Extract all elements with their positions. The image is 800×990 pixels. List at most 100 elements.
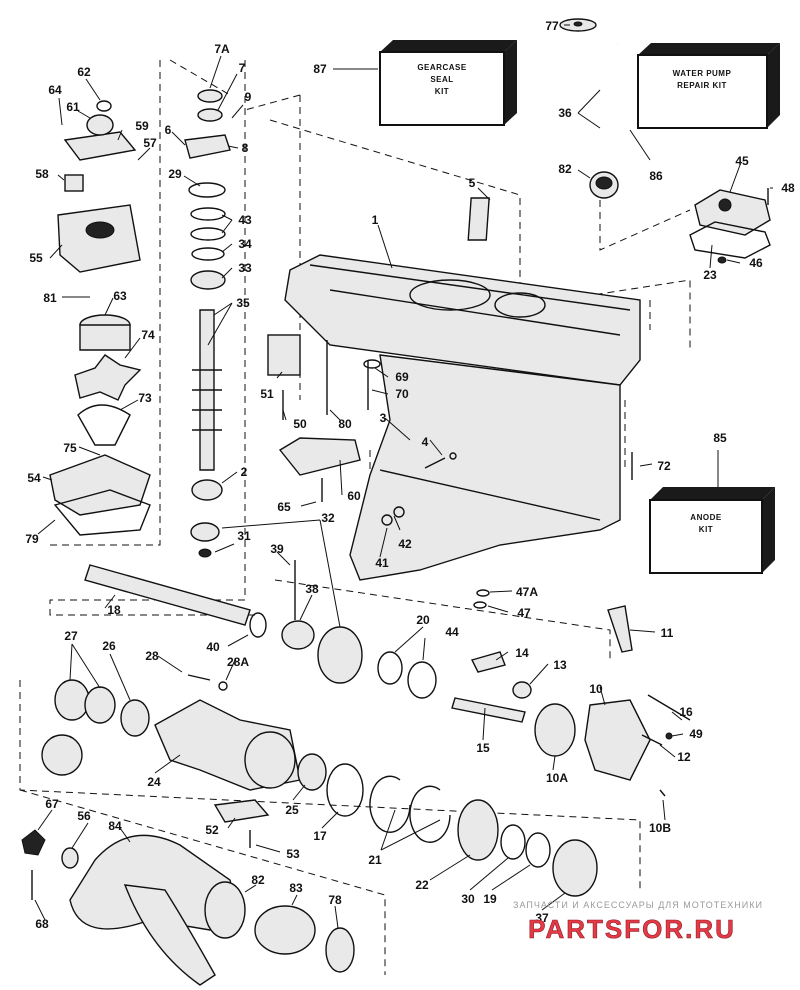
- callout-41: 41: [375, 556, 389, 570]
- callout-16: 16: [679, 705, 693, 719]
- part-bearing-26: [120, 699, 150, 737]
- callout-39: 39: [270, 542, 284, 556]
- callout-32-top: 32: [321, 511, 335, 525]
- callout-9: 9: [245, 90, 252, 104]
- part-retainer-22: [457, 799, 499, 861]
- part-washer-34: [191, 247, 225, 261]
- part-seal-7A: [197, 89, 223, 103]
- callout-75: 75: [63, 441, 77, 455]
- water-pump-repair-kit-box: WATER PUMP REPAIR KIT: [637, 43, 780, 129]
- part-lever-14: [470, 651, 506, 673]
- callout-38: 38: [305, 582, 319, 596]
- part-gasket-79: [53, 489, 151, 536]
- callout-57: 57: [143, 136, 157, 150]
- callout-47: 47: [517, 606, 531, 620]
- callout-56: 56: [77, 809, 91, 823]
- water-pump-kit-label-1: WATER PUMP: [673, 69, 732, 78]
- callout-10A: 10A: [546, 771, 568, 785]
- part-bearing-25: [297, 753, 327, 791]
- part-gearcase-housing-1: [284, 254, 641, 386]
- part-pin-10B: [659, 789, 666, 797]
- callout-63: 63: [113, 289, 127, 303]
- callout-26: 26: [102, 639, 116, 653]
- part-o-ring-17: [326, 763, 364, 817]
- part-impeller-74: [74, 354, 142, 401]
- callout-84: 84: [108, 819, 122, 833]
- callout-62: 62: [77, 65, 91, 79]
- part-pin-16: [647, 694, 691, 721]
- callout-23: 23: [703, 268, 717, 282]
- callout-numbers: 77 87 7A 7 9 62 64 61 59 6 8 36 86 82 45…: [25, 19, 795, 931]
- callout-10: 10: [589, 682, 603, 696]
- callout-64: 64: [48, 83, 62, 97]
- part-seal-61: [86, 114, 114, 136]
- part-washer-4: [449, 452, 457, 460]
- callout-82-top: 82: [558, 162, 572, 176]
- part-seal-7: [197, 108, 223, 122]
- part-washer-28A: [218, 681, 228, 691]
- part-water-tube-36: [603, 43, 619, 160]
- callout-6: 6: [165, 123, 172, 137]
- callout-80: 80: [338, 417, 352, 431]
- part-nut-31: [198, 548, 212, 558]
- callout-85: 85: [713, 431, 727, 445]
- callout-74: 74: [141, 328, 155, 342]
- part-screw-28: [187, 674, 211, 681]
- callout-81: 81: [43, 291, 57, 305]
- callout-29: 29: [168, 167, 182, 181]
- callout-83: 83: [289, 881, 303, 895]
- part-bearing-2: [191, 479, 223, 501]
- part-hub-83: [254, 905, 316, 955]
- part-propshaft-18: [84, 564, 251, 626]
- part-gear-37: [552, 839, 598, 897]
- part-washer-30: [500, 824, 526, 860]
- anode-kit-label-2: KIT: [699, 525, 713, 534]
- callout-44: 44: [445, 625, 459, 639]
- callout-48: 48: [781, 181, 795, 195]
- callout-15: 15: [476, 741, 490, 755]
- callout-65: 65: [277, 500, 291, 514]
- part-anode-60: [278, 437, 361, 476]
- callout-82-bottom: 82: [251, 873, 265, 887]
- callout-42: 42: [398, 537, 412, 551]
- callout-79: 79: [25, 532, 39, 546]
- part-nut-67: [21, 829, 46, 856]
- watermark-tagline: ЗАПЧАСТИ И АКСЕССУАРЫ ДЛЯ МОТОТЕХНИКИ: [513, 900, 763, 910]
- part-seal-detail: [41, 734, 83, 776]
- gearcase-seal-kit-box: GEARCASE SEAL KIT: [379, 40, 517, 126]
- part-screw-3: [424, 457, 446, 469]
- callout-53: 53: [286, 847, 300, 861]
- callout-17: 17: [313, 829, 327, 843]
- callout-49: 49: [689, 727, 703, 741]
- callout-13: 13: [553, 658, 567, 672]
- callout-3: 3: [380, 411, 387, 425]
- callout-25: 25: [285, 803, 299, 817]
- part-bearing-19: [525, 832, 551, 868]
- part-plate-52: [213, 799, 270, 823]
- callout-28A: 28A: [227, 655, 249, 669]
- part-pump-housing-55: [57, 204, 141, 273]
- callout-87: 87: [313, 62, 327, 76]
- callout-37: 37: [535, 911, 549, 925]
- part-liner-58: [64, 174, 84, 192]
- part-bearing-housing-10: [584, 699, 651, 781]
- water-pump-kit-label-2: REPAIR KIT: [677, 81, 727, 90]
- callout-67: 67: [45, 797, 59, 811]
- callout-54: 54: [27, 471, 41, 485]
- callout-7: 7: [239, 61, 246, 75]
- part-gear-32: [317, 626, 363, 684]
- callout-21: 21: [368, 853, 382, 867]
- part-retaining-ring-21b: [409, 785, 451, 843]
- part-o-ring-29: [188, 182, 226, 198]
- part-clutch-38: [281, 620, 315, 650]
- callout-55: 55: [29, 251, 43, 265]
- callout-5: 5: [469, 176, 476, 190]
- callout-12: 12: [677, 750, 691, 764]
- callout-34: 34: [238, 237, 252, 251]
- callout-77: 77: [545, 19, 559, 33]
- anode-kit-label-1: ANODE: [690, 513, 722, 522]
- part-bearing-10A: [534, 703, 576, 757]
- callout-58: 58: [35, 167, 49, 181]
- gearcase-seal-kit-label-3: KIT: [435, 87, 449, 96]
